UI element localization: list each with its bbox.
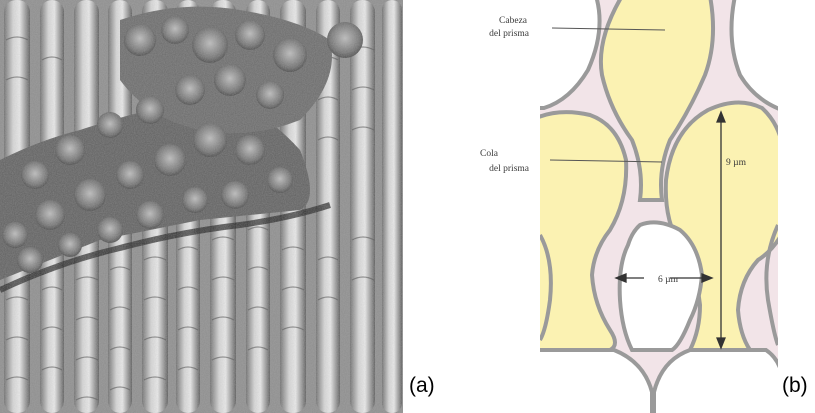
head-label-line-2: del prisma: [489, 29, 530, 39]
prism-diagram: [540, 0, 778, 413]
panel-a-label: (a): [409, 374, 435, 398]
tail-label-line-1: Cola: [480, 149, 499, 159]
panel-b-label: (b): [782, 374, 808, 398]
sem-micrograph: [0, 0, 403, 413]
head-label-line-1: Cabeza: [499, 16, 528, 26]
tail-label-line-2: del prisma: [489, 164, 530, 174]
micrograph-grain: [0, 0, 403, 413]
